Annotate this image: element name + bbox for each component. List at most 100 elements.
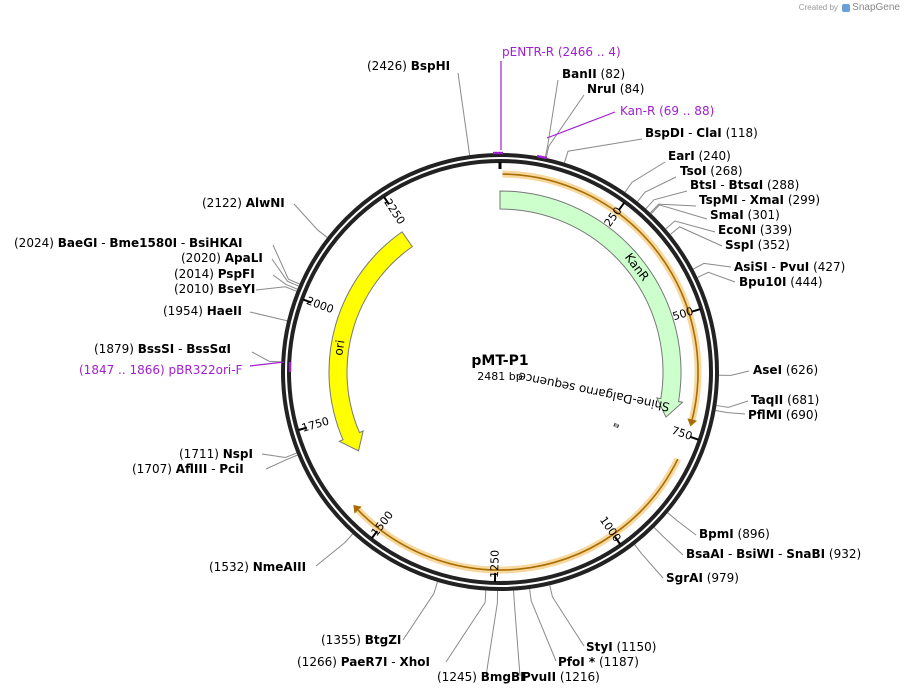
scale-tick-label: 500 xyxy=(671,305,695,324)
enzyme-name: BsaAI xyxy=(686,547,724,561)
site-connector xyxy=(670,226,723,247)
enzyme-name: PciI xyxy=(219,462,244,476)
site-separator: - xyxy=(724,547,736,561)
enzyme-name: PflMI xyxy=(748,408,782,422)
kan-r-mark xyxy=(536,154,548,160)
enzyme-name: StyI xyxy=(586,640,613,654)
site-connector xyxy=(563,138,643,163)
scale-tick-mark xyxy=(383,196,390,205)
site-connector xyxy=(261,452,297,459)
pbr322ori-f-label: (1847 .. 1866) pBR322ori-F xyxy=(79,363,243,377)
enzyme-name: SnaBI xyxy=(786,547,825,561)
site-label: SmaI (301) xyxy=(710,208,780,222)
site-connector xyxy=(485,590,499,677)
scale-tick-label: 2000 xyxy=(305,294,336,316)
site-label: Bpu10I (444) xyxy=(739,275,823,289)
site-connector xyxy=(402,581,438,641)
pbr322ori-f-leader xyxy=(249,361,285,367)
enzyme-name: Bpu10I xyxy=(739,275,786,289)
site-label: TaqII (681) xyxy=(751,393,819,407)
enzyme-name: BtsαI xyxy=(728,178,763,192)
enzyme-name: XhoI xyxy=(399,655,430,669)
site-separator: - xyxy=(174,342,186,356)
site-position: (288) xyxy=(763,178,799,192)
site-position: (2020) xyxy=(181,251,225,265)
site-label: PvuII (1216) xyxy=(522,670,600,684)
site-position: (1187) xyxy=(595,655,639,669)
orf-arc-halo xyxy=(354,457,681,574)
site-position: (352) xyxy=(754,238,790,252)
enzyme-name: PvuI xyxy=(780,260,810,274)
site-connector xyxy=(251,351,282,363)
site-connector xyxy=(315,533,353,567)
ori-feature xyxy=(328,231,414,452)
site-position: (1879) xyxy=(94,342,138,356)
site-connector xyxy=(667,512,697,536)
site-position: (1355) xyxy=(321,633,365,647)
site-connector xyxy=(272,244,300,285)
site-label: (2426) BspHI xyxy=(367,59,450,73)
site-position: (2014) xyxy=(174,267,218,281)
site-connector xyxy=(265,454,298,470)
site-label: (1879) BssSI - BssSαI xyxy=(94,342,231,356)
enzyme-name: TsoI xyxy=(680,164,706,178)
site-position: (1707) xyxy=(132,462,176,476)
site-label: AseI (626) xyxy=(753,363,818,377)
enzyme-name: EarI xyxy=(668,149,695,163)
site-separator: - xyxy=(97,236,109,250)
enzyme-name: TaqII xyxy=(751,393,783,407)
site-connector xyxy=(718,370,750,376)
site-connector xyxy=(624,161,666,193)
enzyme-name: Bme1580I xyxy=(109,236,177,250)
site-label: (1355) BtgZI xyxy=(321,633,401,647)
site-position: (626) xyxy=(782,363,818,377)
primers: pENTR-R (2466 .. 4)Kan-R (69 .. 88)(1847… xyxy=(79,45,714,377)
site-label: (1266) PaeR7I - XhoI xyxy=(297,655,430,669)
site-position: (1266) xyxy=(297,655,341,669)
enzyme-name: BspDI xyxy=(645,126,684,140)
site-connector xyxy=(545,94,585,159)
enzyme-name: BtgZI xyxy=(365,633,402,647)
site-connector xyxy=(445,590,487,663)
site-label: EarI (240) xyxy=(668,149,731,163)
enzyme-name: BtsI xyxy=(690,178,717,192)
site-separator: - xyxy=(738,193,750,207)
site-label: (1532) NmeAIII xyxy=(209,560,306,574)
enzyme-name: BanII xyxy=(562,67,597,81)
enzyme-name: ApaLI xyxy=(225,251,263,265)
site-connector xyxy=(271,258,299,287)
site-connector xyxy=(716,400,749,408)
site-connector xyxy=(697,271,736,283)
orf-arrowhead xyxy=(353,504,362,514)
enzyme-name: PvuII xyxy=(522,670,556,684)
scale-tick-mark xyxy=(614,536,621,545)
site-label: BspDI - ClaI (118) xyxy=(645,126,758,140)
site-separator: - xyxy=(177,236,189,250)
site-connector xyxy=(650,203,697,214)
site-connector xyxy=(249,311,288,322)
site-position: (2010) xyxy=(174,282,218,296)
enzyme-name: XmaI xyxy=(750,193,784,207)
scale-tick-label: 2250 xyxy=(381,196,407,227)
orf-arc xyxy=(356,458,679,571)
scale-tick-mark xyxy=(297,426,308,432)
site-connector xyxy=(634,544,664,579)
plasmid-length: 2481 bp xyxy=(477,370,522,383)
enzyme-name: BssSI xyxy=(138,342,175,356)
enzyme-name: SmaI xyxy=(710,208,744,222)
site-position: (118) xyxy=(722,126,758,140)
orf-arc xyxy=(502,173,699,422)
site-position: (1711) xyxy=(179,447,223,461)
site-label: NruI (84) xyxy=(587,82,644,96)
site-position: (2024) xyxy=(14,236,58,250)
ori-label: ori xyxy=(331,339,347,357)
credit-brand: SnapGene xyxy=(852,2,900,13)
site-label: (2020) ApaLI xyxy=(181,251,263,265)
site-label: BanII (82) xyxy=(562,67,625,81)
site-separator: - xyxy=(207,462,219,476)
backbone-outer-ring xyxy=(281,153,719,591)
scale-tick-mark xyxy=(691,308,701,313)
site-position: (1532) xyxy=(209,560,253,574)
